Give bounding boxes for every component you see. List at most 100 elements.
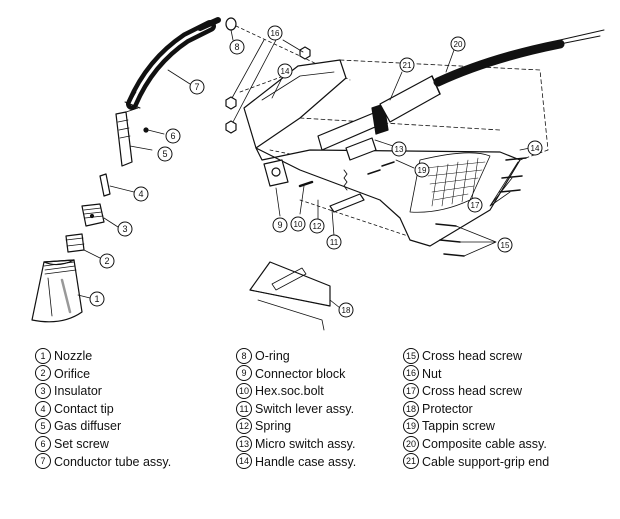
svg-text:20: 20 bbox=[454, 40, 463, 49]
callout-11: 11 bbox=[326, 234, 342, 250]
legend-label: Cross head screw bbox=[422, 384, 523, 399]
nut-parts bbox=[225, 46, 311, 134]
callout-6: 6 bbox=[165, 128, 181, 144]
legend-number: 19 bbox=[403, 418, 419, 435]
callout-10: 10 bbox=[290, 216, 306, 232]
callout-16: 16 bbox=[267, 25, 283, 41]
svg-text:3: 3 bbox=[122, 224, 127, 234]
svg-text:14: 14 bbox=[531, 144, 540, 153]
svg-text:13: 13 bbox=[395, 145, 404, 154]
callout-14b: 14 bbox=[527, 140, 543, 156]
callout-15: 15 bbox=[497, 237, 513, 253]
legend-number: 18 bbox=[403, 400, 419, 417]
legend-number: 11 bbox=[236, 400, 252, 417]
legend-number: 7 bbox=[35, 453, 51, 470]
callout-3: 3 bbox=[117, 221, 133, 237]
insulator-part bbox=[81, 203, 105, 227]
legend-number: 12 bbox=[236, 418, 252, 435]
svg-text:17: 17 bbox=[471, 201, 480, 210]
tappin-screw-parts bbox=[367, 161, 395, 175]
legend-label: Insulator bbox=[54, 384, 102, 399]
svg-text:12: 12 bbox=[313, 222, 322, 231]
legend-number: 4 bbox=[35, 400, 51, 417]
legend-label: Nozzle bbox=[54, 349, 93, 363]
svg-text:21: 21 bbox=[403, 61, 412, 70]
legend-number: 15 bbox=[403, 347, 419, 364]
legend-label: Gas diffuser bbox=[54, 419, 122, 434]
legend-number: 16 bbox=[403, 365, 419, 382]
callout-1: 1 bbox=[89, 291, 105, 307]
svg-text:19: 19 bbox=[418, 166, 427, 175]
legend-number: 3 bbox=[35, 382, 51, 399]
callout-19: 19 bbox=[414, 162, 430, 178]
svg-text:2: 2 bbox=[104, 256, 109, 266]
legend-number: 5 bbox=[35, 418, 51, 435]
svg-text:4: 4 bbox=[138, 189, 143, 199]
legend-label: Handle case assy. bbox=[255, 454, 357, 469]
legend-number: 20 bbox=[403, 435, 419, 452]
legend-label: Conductor tube assy. bbox=[54, 454, 172, 469]
exploded-view-diagram: 1 2 3 4 5 6 7 8 9 10 11 12 13 14 14 15 1… bbox=[31, 17, 605, 331]
callout-18: 18 bbox=[338, 302, 354, 318]
svg-text:14: 14 bbox=[281, 67, 290, 76]
nozzle-part bbox=[31, 259, 83, 323]
cross-head-screw-parts-17 bbox=[499, 157, 527, 193]
orifice-part bbox=[65, 233, 85, 253]
legend-label: Hex.soc.bolt bbox=[255, 384, 324, 399]
legend-number: 6 bbox=[35, 435, 51, 452]
hex-bolt-part bbox=[298, 180, 314, 188]
legend-label: Micro switch assy. bbox=[255, 436, 356, 451]
callout-12: 12 bbox=[309, 218, 325, 234]
callout-leaders bbox=[77, 29, 531, 309]
svg-text:6: 6 bbox=[170, 131, 175, 141]
conductor-tube-part bbox=[124, 17, 221, 113]
callout-2: 2 bbox=[99, 253, 115, 269]
spring-part bbox=[343, 169, 348, 191]
legend-number: 8 bbox=[236, 347, 252, 364]
svg-text:18: 18 bbox=[342, 306, 351, 315]
gas-diffuser-part bbox=[115, 111, 133, 167]
o-ring-part bbox=[225, 17, 237, 31]
legend-number: 10 bbox=[236, 382, 252, 399]
composite-cable-part bbox=[433, 29, 605, 87]
handle-case-part bbox=[243, 59, 549, 247]
legend-label: Cable support-grip end bbox=[422, 454, 550, 469]
legend-label: Contact tip bbox=[54, 401, 114, 416]
cross-head-screw-parts-15 bbox=[435, 223, 465, 257]
legend-label: Orifice bbox=[54, 366, 91, 381]
callout-21: 21 bbox=[399, 57, 415, 73]
legend-label: Switch lever assy. bbox=[255, 401, 355, 416]
callout-7: 7 bbox=[189, 79, 205, 95]
legend-label: Spring bbox=[255, 419, 292, 434]
svg-text:1: 1 bbox=[94, 294, 99, 304]
svg-text:7: 7 bbox=[194, 82, 199, 92]
legend-label: Connector block bbox=[255, 366, 346, 381]
legend-number: 2 bbox=[35, 365, 51, 382]
legend-number: 9 bbox=[236, 365, 252, 382]
legend-number: 17 bbox=[403, 382, 419, 399]
legend-number: 1 bbox=[35, 347, 51, 364]
callout-20: 20 bbox=[450, 36, 466, 52]
callout-17: 17 bbox=[467, 197, 483, 213]
callout-9: 9 bbox=[272, 217, 288, 233]
svg-text:8: 8 bbox=[234, 42, 239, 52]
